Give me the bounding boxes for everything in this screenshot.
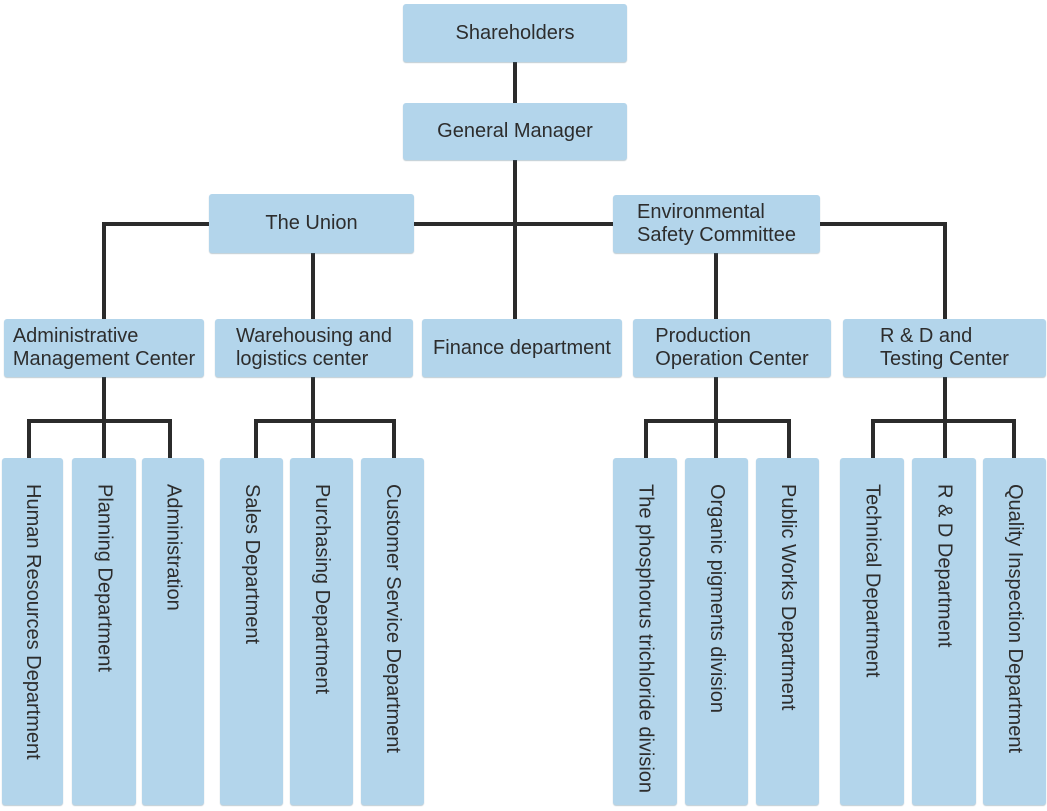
connector-warehouse-group-bus <box>254 419 396 423</box>
org-node-finance-department-label: Finance department <box>433 336 611 359</box>
connector-bus-admin-center <box>102 222 106 319</box>
org-node-administration-label: Administration <box>162 484 185 611</box>
org-node-administration: Administration <box>142 458 204 805</box>
org-node-production-operation-center-label: Production Operation Center <box>655 325 808 371</box>
org-node-rd-department: R & D Department <box>912 458 976 805</box>
org-node-administrative-management-center: Administrative Management Center <box>4 319 204 377</box>
org-node-quality-inspection-department: Quality Inspection Department <box>983 458 1046 805</box>
label-line-1: Administrative <box>12 325 139 347</box>
org-node-rd-testing-center-label: R & D and Testing Center <box>880 325 1009 371</box>
org-node-phosphorus-trichloride-division-label: The phosphorus trichloride division <box>634 484 657 794</box>
connector-production-group-bus <box>644 419 791 423</box>
org-node-technical-department: Technical Department <box>840 458 904 805</box>
org-node-planning-department: Planning Department <box>72 458 136 805</box>
label-line-2: Testing Center <box>880 348 1009 370</box>
label-line-2: Operation Center <box>655 348 809 370</box>
org-node-sales-department-label: Sales Department <box>241 484 263 645</box>
org-node-rd-testing-center: R & D and Testing Center <box>843 319 1046 377</box>
connector-warehouse-group-left-drop <box>254 419 258 458</box>
org-node-organic-pigments-division: Organic pigments division <box>685 458 748 805</box>
org-node-general-manager-label: General Manager <box>437 120 593 142</box>
connector-admin-group-right-drop <box>168 419 172 458</box>
org-node-public-works-department: Public Works Department <box>756 458 819 805</box>
label-line-1: R & D and <box>880 325 973 347</box>
connector-production-group-left-drop <box>644 419 648 458</box>
org-node-general-manager: General Manager <box>403 103 627 160</box>
org-node-warehousing-logistics-center-label: Warehousing and logistics center <box>236 325 392 371</box>
org-node-purchasing-department: Purchasing Department <box>290 458 353 805</box>
label-line-2: logistics center <box>235 348 369 370</box>
connector-admin-group-stem <box>102 377 106 458</box>
label-line-1: Warehousing and <box>235 325 393 347</box>
org-node-planning-department-label: Planning Department <box>93 484 116 672</box>
org-node-shareholders: Shareholders <box>403 4 627 62</box>
connector-production-group-stem <box>714 377 718 458</box>
label-line-1: Environmental <box>637 201 765 223</box>
connector-rd-group-bus <box>871 419 1016 423</box>
org-node-purchasing-department-label: Purchasing Department <box>311 484 333 695</box>
org-node-finance-department: Finance department <box>422 319 622 377</box>
label-line-2: Safety Committee <box>637 224 796 246</box>
org-node-environmental-safety-committee: Environmental Safety Committee <box>613 195 820 253</box>
org-node-shareholders-label: Shareholders <box>455 21 575 44</box>
connector-bus-rd-testing <box>943 222 947 319</box>
org-node-administrative-management-center-label: Administrative Management Center <box>13 325 195 371</box>
connector-warehouse-group-stem <box>311 377 315 458</box>
connector-gm-finance <box>513 160 517 319</box>
org-node-the-union: The Union <box>209 194 414 253</box>
connector-union-warehousing <box>311 253 315 319</box>
connector-rd-group-stem <box>943 377 947 458</box>
label-line-1: Production <box>655 325 751 347</box>
org-node-rd-department-label: R & D Department <box>933 484 956 648</box>
label-line-2: Management Center <box>12 348 196 370</box>
org-node-warehousing-logistics-center: Warehousing and logistics center <box>215 319 413 377</box>
org-node-quality-inspection-department-label: Quality Inspection Department <box>1004 484 1026 754</box>
connector-esc-production <box>714 253 718 319</box>
org-node-sales-department: Sales Department <box>220 458 283 805</box>
connector-rd-group-right-drop <box>1012 419 1016 458</box>
org-node-human-resources-department-label: Human Resources Department <box>22 484 44 760</box>
org-node-the-union-label: The Union <box>265 212 358 234</box>
connector-warehouse-group-right-drop <box>392 419 396 458</box>
org-node-production-operation-center: Production Operation Center <box>633 319 831 377</box>
org-node-environmental-safety-committee-label: Environmental Safety Committee <box>637 201 796 247</box>
org-node-human-resources-department: Human Resources Department <box>2 458 63 805</box>
connector-admin-group-left-drop <box>27 419 31 458</box>
org-node-phosphorus-trichloride-division: The phosphorus trichloride division <box>613 458 677 805</box>
connector-level3-bus <box>104 222 947 226</box>
org-node-technical-department-label: Technical Department <box>861 484 884 678</box>
connector-shareholders-gm <box>513 62 517 103</box>
connector-rd-group-left-drop <box>871 419 875 458</box>
org-node-public-works-department-label: Public Works Department <box>777 484 799 711</box>
org-node-customer-service-department-label: Customer Service Department <box>382 484 404 753</box>
connector-admin-group-bus <box>27 419 172 423</box>
connector-production-group-right-drop <box>787 419 791 458</box>
org-node-organic-pigments-division-label: Organic pigments division <box>706 484 728 713</box>
org-node-customer-service-department: Customer Service Department <box>361 458 424 805</box>
